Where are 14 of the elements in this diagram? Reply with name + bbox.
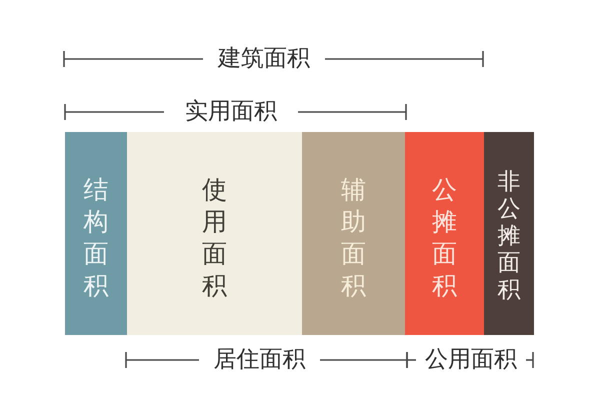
area-band (302, 132, 405, 335)
band-label: 辅助面积 (341, 174, 366, 302)
dimension-label: 实用面积 (185, 99, 277, 125)
dimension-label: 建筑面积 (218, 46, 310, 72)
area-band (484, 132, 534, 335)
band-label: 非公摊面积 (498, 168, 520, 304)
band-label: 使用面积 (202, 174, 227, 302)
band-label: 结构面积 (84, 174, 108, 302)
dimension-label: 居住面积 (214, 347, 306, 373)
area-band (65, 132, 127, 335)
dimension-label: 公用面积 (425, 347, 517, 373)
band-label: 公摊面积 (432, 174, 457, 302)
area-band (127, 132, 302, 335)
area-band (405, 132, 484, 335)
